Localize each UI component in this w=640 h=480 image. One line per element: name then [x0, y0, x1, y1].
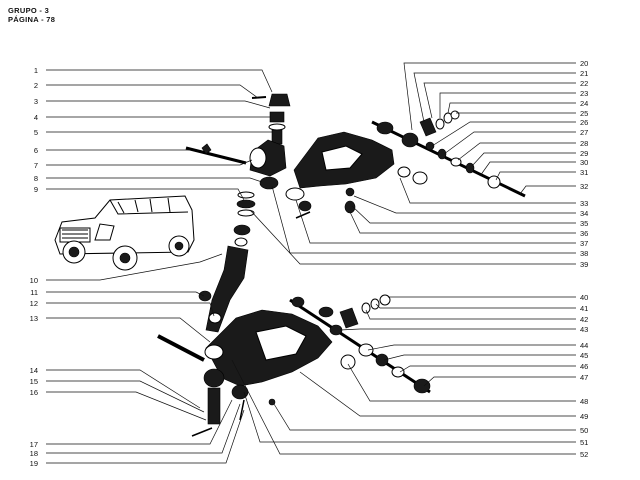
callout-34: 34	[580, 209, 588, 218]
callout-12: 12	[30, 299, 38, 308]
vehicle-illustration	[54, 195, 195, 271]
callout-36: 36	[580, 229, 588, 238]
callout-14: 14	[30, 366, 38, 375]
callout-38: 38	[580, 249, 588, 258]
callout-2: 2	[34, 81, 38, 90]
callout-24: 24	[580, 99, 588, 108]
callout-32: 32	[580, 182, 588, 191]
callout-44: 44	[580, 341, 588, 350]
right-leader-lines	[231, 62, 576, 455]
lower-control-arm	[191, 309, 333, 437]
upper-spindle-parts	[185, 93, 291, 333]
callout-20: 20	[580, 59, 588, 68]
callout-35: 35	[580, 219, 588, 228]
callout-41: 41	[580, 304, 588, 313]
callout-23: 23	[580, 89, 588, 98]
callout-27: 27	[580, 128, 588, 137]
left-leader-lines	[46, 69, 273, 464]
callout-9: 9	[34, 185, 38, 194]
callout-6: 6	[34, 146, 38, 155]
callout-7: 7	[34, 161, 38, 170]
callout-21: 21	[580, 69, 588, 78]
callout-10: 10	[30, 276, 38, 285]
callout-42: 42	[580, 315, 588, 324]
callout-29: 29	[580, 149, 588, 158]
callout-51: 51	[580, 438, 588, 447]
callout-47: 47	[580, 373, 588, 382]
left-callouts: 1 2 3 4 5 6 7 8 9 10 11 12 13 14 15 16 1…	[30, 66, 38, 468]
callout-4: 4	[34, 113, 38, 122]
callout-11: 11	[30, 288, 38, 297]
lower-pivot-shaft	[157, 294, 431, 406]
callout-8: 8	[34, 174, 38, 183]
upper-control-arm	[285, 131, 395, 219]
callout-17: 17	[30, 440, 38, 449]
callout-52: 52	[580, 450, 588, 459]
callout-46: 46	[580, 362, 588, 371]
callout-3: 3	[34, 97, 38, 106]
group-label: GRUPO - 3	[8, 6, 50, 15]
upper-pivot-shaft	[371, 110, 526, 198]
callout-18: 18	[30, 449, 38, 458]
callout-30: 30	[580, 158, 588, 167]
callout-19: 19	[30, 459, 38, 468]
callout-28: 28	[580, 139, 588, 148]
callout-31: 31	[580, 168, 588, 177]
callout-1: 1	[34, 66, 38, 75]
callout-13: 13	[30, 314, 38, 323]
callout-33: 33	[580, 199, 588, 208]
callout-15: 15	[30, 377, 38, 386]
callout-40: 40	[580, 293, 588, 302]
callout-50: 50	[580, 426, 588, 435]
callout-16: 16	[30, 388, 38, 397]
callout-49: 49	[580, 412, 588, 421]
callout-48: 48	[580, 397, 588, 406]
callout-5: 5	[34, 128, 38, 137]
callout-43: 43	[580, 325, 588, 334]
callout-22: 22	[580, 79, 588, 88]
right-callouts: 20 21 22 23 24 25 26 27 28 29 30 31 32 3…	[580, 59, 588, 459]
callout-39: 39	[580, 260, 588, 269]
callout-25: 25	[580, 109, 588, 118]
callout-37: 37	[580, 239, 588, 248]
callout-26: 26	[580, 118, 588, 127]
callout-45: 45	[580, 351, 588, 360]
page-label: PÁGINA - 78	[8, 15, 56, 24]
